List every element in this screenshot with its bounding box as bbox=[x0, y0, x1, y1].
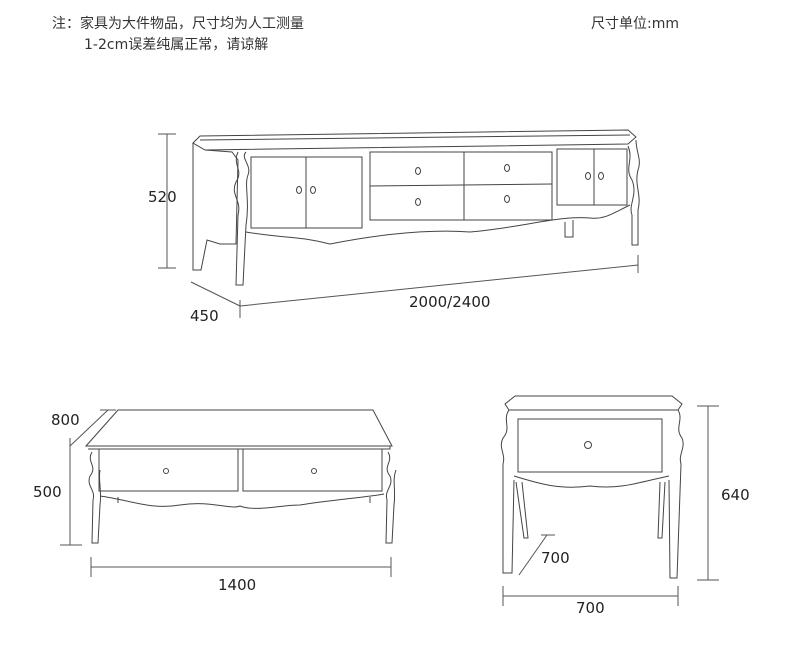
side-table-top bbox=[504, 395, 683, 411]
coffee-table-apron bbox=[99, 493, 385, 509]
side-table-drawing bbox=[500, 395, 684, 579]
coffee-table-left-drawer bbox=[98, 448, 239, 492]
knob-icon bbox=[504, 195, 510, 203]
tv-cabinet-drawing bbox=[192, 129, 640, 286]
tv-cabinet-left-side bbox=[192, 143, 239, 271]
knob-icon bbox=[415, 198, 421, 206]
knob-icon bbox=[296, 186, 302, 194]
knob-icon bbox=[311, 468, 317, 474]
coffee-table-dimension-lines bbox=[60, 409, 392, 577]
unit-label: 尺寸单位:mm bbox=[591, 16, 679, 32]
coffee-table-depth-label: 800 bbox=[51, 411, 80, 429]
tv-cabinet-dimension-lines bbox=[158, 133, 639, 318]
note-line-1: 注：家具为大件物品，尺寸均为人工测量 bbox=[52, 16, 304, 32]
knob-icon bbox=[504, 164, 510, 172]
knob-icon bbox=[584, 441, 592, 449]
tv-cabinet-depth-label: 450 bbox=[190, 307, 219, 325]
coffee-table-left-leg bbox=[88, 451, 102, 544]
tv-cabinet-front-left-leg bbox=[233, 151, 250, 286]
side-table-depth-label: 700 bbox=[541, 549, 570, 567]
side-table-left-side bbox=[500, 409, 515, 574]
note-line-2: 1-2cm误差纯属正常，请谅解 bbox=[84, 37, 269, 53]
knob-icon bbox=[598, 172, 604, 180]
side-table-drawer bbox=[517, 418, 663, 473]
tv-cabinet-apron bbox=[245, 204, 631, 245]
coffee-table-drawing bbox=[84, 409, 397, 544]
tv-cabinet-height-label: 520 bbox=[148, 188, 177, 206]
coffee-table-right-drawer bbox=[242, 448, 383, 492]
coffee-table-height-label: 500 bbox=[33, 483, 62, 501]
knob-icon bbox=[415, 167, 421, 175]
knob-icon bbox=[310, 186, 316, 194]
coffee-table-width-label: 1400 bbox=[218, 576, 256, 594]
side-table-right-side bbox=[668, 409, 684, 579]
knob-icon bbox=[163, 468, 169, 474]
side-table-height-label: 640 bbox=[721, 486, 750, 504]
side-table-dimension-lines bbox=[502, 405, 719, 606]
coffee-table-top bbox=[84, 409, 393, 447]
tv-cabinet-width-label: 2000/2400 bbox=[409, 293, 490, 311]
coffee-table-right-leg bbox=[385, 451, 397, 544]
side-table-width-label: 700 bbox=[576, 599, 605, 617]
tv-cabinet-front-right-leg bbox=[627, 139, 640, 246]
knob-icon bbox=[585, 172, 591, 180]
tv-cabinet-right-doors bbox=[556, 148, 628, 206]
tv-cabinet-top bbox=[192, 129, 637, 151]
side-table-apron bbox=[513, 475, 670, 488]
